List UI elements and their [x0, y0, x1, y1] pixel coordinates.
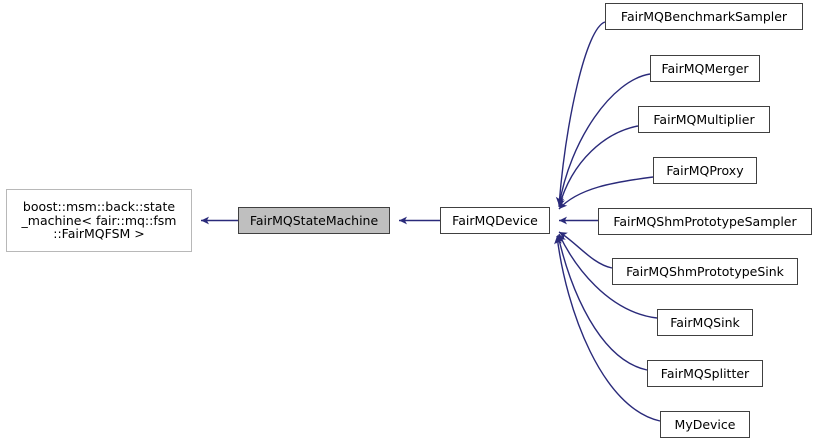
node-fairmq-sink[interactable]: FairMQSink [657, 309, 753, 336]
node-label: FairMQBenchmarkSampler [620, 8, 788, 24]
node-boost-state-machine[interactable]: boost::msm::back::state _machine< fair::… [6, 189, 192, 252]
node-label: FairMQSplitter [660, 365, 750, 381]
node-label: boost::msm::back::state _machine< fair::… [21, 199, 177, 242]
node-fairmq-benchmark-sampler[interactable]: FairMQBenchmarkSampler [605, 3, 803, 30]
node-fairmq-state-machine[interactable]: FairMQStateMachine [238, 207, 390, 234]
node-label: FairMQProxy [666, 162, 744, 178]
edge-splitter-to-device [555, 234, 648, 371]
node-label: MyDevice [674, 416, 736, 432]
node-label: FairMQMultiplier [653, 111, 755, 127]
node-fairmq-shm-prototype-sampler[interactable]: FairMQShmPrototypeSampler [598, 208, 812, 235]
node-fairmq-device[interactable]: FairMQDevice [440, 207, 550, 234]
edge-proxy-to-device [558, 176, 654, 210]
node-my-device[interactable]: MyDevice [660, 411, 750, 438]
node-fairmq-splitter[interactable]: FairMQSplitter [647, 360, 763, 387]
edge-merger-to-device [556, 73, 651, 207]
node-label: FairMQDevice [452, 212, 538, 228]
node-label: FairMQShmPrototypeSampler [613, 213, 797, 229]
edge-shmprototypesink-to-device [558, 231, 613, 269]
node-label: FairMQStateMachine [249, 212, 379, 228]
node-label: FairMQMerger [661, 60, 749, 76]
node-fairmq-merger[interactable]: FairMQMerger [650, 55, 760, 82]
node-fairmq-proxy[interactable]: FairMQProxy [653, 157, 757, 184]
edge-multiplier-to-device [557, 125, 639, 208]
node-label: FairMQShmPrototypeSink [626, 263, 784, 279]
node-label: FairMQSink [670, 314, 740, 330]
edge-benchmarksampler-to-device [555, 21, 606, 206]
node-fairmq-shm-prototype-sink[interactable]: FairMQShmPrototypeSink [612, 258, 798, 285]
node-fairmq-multiplier[interactable]: FairMQMultiplier [638, 106, 770, 133]
